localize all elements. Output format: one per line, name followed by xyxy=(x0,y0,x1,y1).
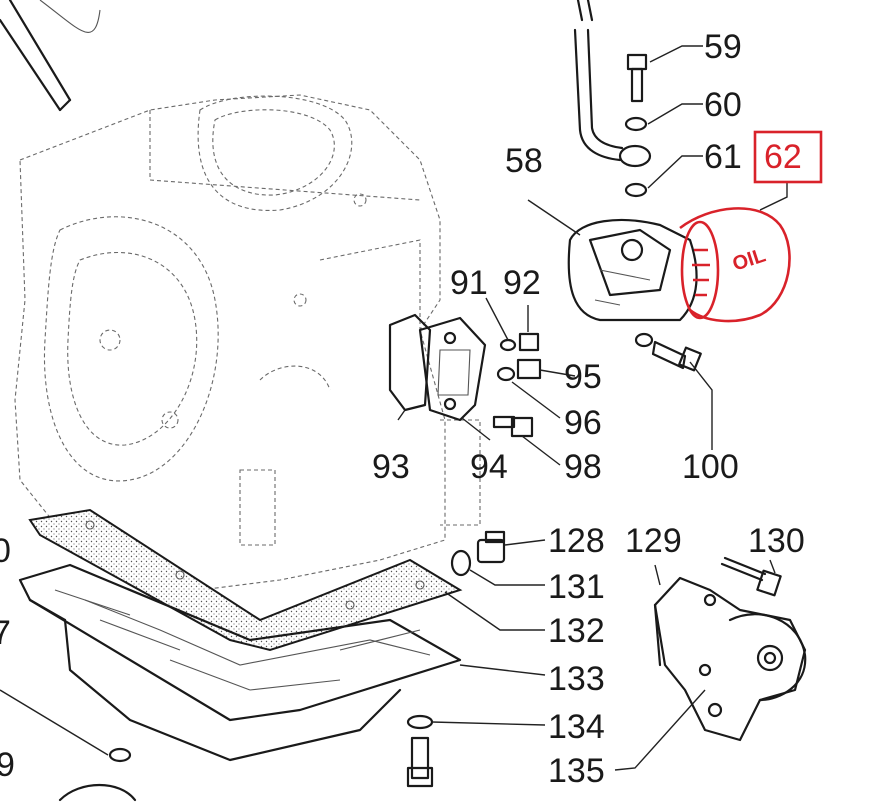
label-131: 131 xyxy=(548,568,605,606)
label-91: 91 xyxy=(450,264,488,302)
label-135: 135 xyxy=(548,752,605,790)
label-93: 93 xyxy=(372,448,410,486)
label-59: 59 xyxy=(704,28,742,66)
washer-61 xyxy=(624,182,648,198)
label-128: 128 xyxy=(548,522,605,560)
label-129: 129 xyxy=(625,522,682,560)
label-edge-9: 9 xyxy=(0,746,15,784)
label-92: 92 xyxy=(503,264,541,302)
label-94: 94 xyxy=(470,448,508,486)
label-58: 58 xyxy=(505,142,543,180)
oil-line-pipe xyxy=(573,0,652,168)
small-fasteners xyxy=(492,332,542,438)
label-62: 62 xyxy=(764,138,802,176)
dipstick-tube xyxy=(0,0,101,112)
water-pump xyxy=(653,576,807,742)
label-100: 100 xyxy=(682,448,739,486)
label-60: 60 xyxy=(704,86,742,124)
label-133: 133 xyxy=(548,660,605,698)
highlight-box-62 xyxy=(753,130,823,184)
label-95: 95 xyxy=(564,358,602,396)
label-130: 130 xyxy=(748,522,805,560)
label-96: 96 xyxy=(564,404,602,442)
label-edge-0: 0 xyxy=(0,532,11,570)
oil-pan xyxy=(18,563,462,762)
label-61: 61 xyxy=(704,138,742,176)
oil-pan-gasket xyxy=(28,508,463,652)
oil-filter: OIL xyxy=(679,207,791,323)
plug-128 xyxy=(450,530,506,577)
oil-filter-head xyxy=(567,218,698,322)
washer-60 xyxy=(624,116,648,132)
label-98: 98 xyxy=(564,448,602,486)
bolt-59 xyxy=(626,53,648,103)
filter-oil-text: OIL xyxy=(730,244,769,275)
engine-block xyxy=(14,94,481,591)
drain-plug xyxy=(58,714,434,802)
cover-plate xyxy=(388,313,487,422)
label-132: 132 xyxy=(548,612,605,650)
label-134: 134 xyxy=(548,708,605,746)
label-edge-7: 7 xyxy=(0,614,11,652)
leader-lines xyxy=(0,45,788,771)
bolt-100 xyxy=(634,332,702,372)
stud-130 xyxy=(720,556,782,597)
